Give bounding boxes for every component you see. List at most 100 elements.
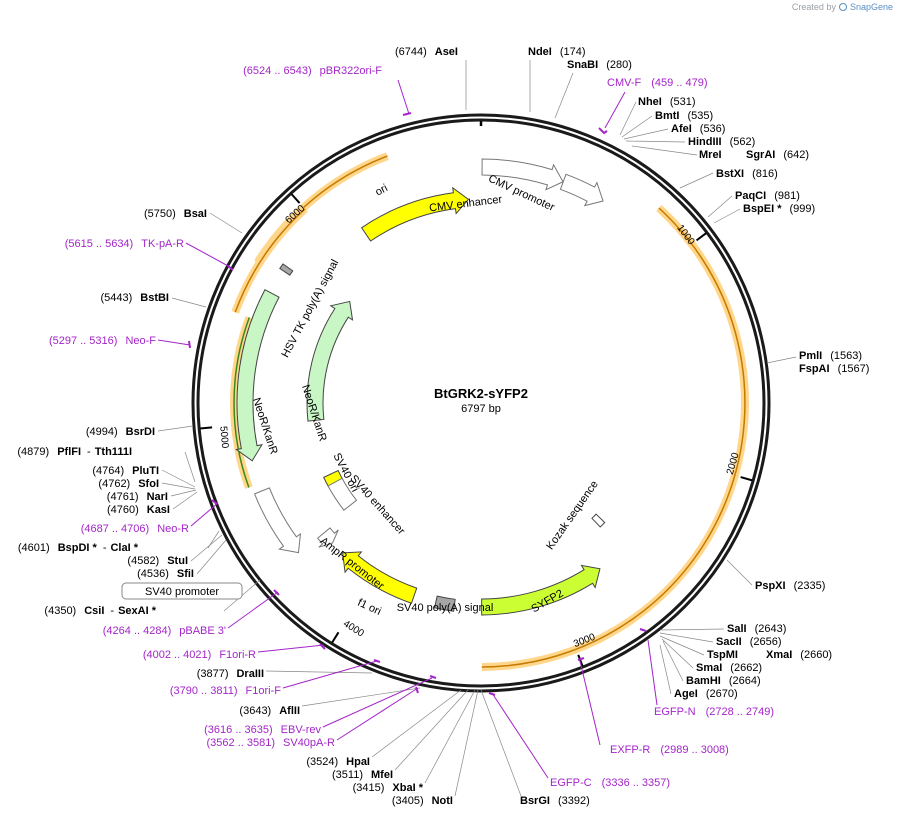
enzyme-name: SgrAI <box>746 149 775 161</box>
enzyme-name: SexAI * <box>118 605 157 617</box>
primer-label: EGFP-N (2728 .. 2749) <box>654 706 774 718</box>
primer-name: pBR322ori-F <box>320 65 383 77</box>
enzyme-position: (2664) <box>729 675 761 687</box>
enzyme-position: (4760) <box>107 504 139 516</box>
enzyme-leader <box>172 491 198 510</box>
primer-leader <box>322 677 433 728</box>
primer-name: F1ori-F <box>246 685 282 697</box>
tick-mark <box>577 654 584 667</box>
tick-label: 5000 <box>217 426 230 450</box>
primer-leader <box>336 687 419 741</box>
enzyme-leader <box>157 425 194 432</box>
primer-leader <box>282 660 378 689</box>
enzyme-site-label: FspAI(1567) <box>799 363 869 375</box>
enzyme-leader <box>454 689 479 797</box>
enzyme-position: (1567) <box>838 363 870 375</box>
primer-range: (6524 .. 6543) <box>243 65 312 77</box>
primer-mark <box>639 628 647 632</box>
enzyme-name: SfiI <box>177 568 194 580</box>
primer-label: (4687 .. 4706)Neo-R <box>81 523 189 535</box>
feature-syfp2 <box>481 564 601 616</box>
enzyme-position: (2643) <box>755 623 787 635</box>
feature-sv40-promoter <box>316 527 339 548</box>
feature-sv40-poly-a-signal <box>433 595 456 612</box>
enzyme-position: (3415) <box>353 782 385 794</box>
enzyme-leader <box>619 101 637 136</box>
sv40-promoter-badge-label: SV40 promoter <box>145 586 219 598</box>
enzyme-leader <box>621 115 653 138</box>
enzyme-position: (642) <box>783 149 809 161</box>
feature-hsv-tk-poly-a-signal <box>279 263 294 276</box>
feature-f1-ori <box>342 551 418 604</box>
enzyme-name: PluTI <box>132 465 159 477</box>
primer-mark <box>488 692 496 696</box>
enzyme-position: (280) <box>606 59 632 71</box>
enzyme-position: (4582) <box>127 555 159 567</box>
enzyme-name: AfeI <box>671 123 692 135</box>
enzyme-position: (3392) <box>558 795 590 807</box>
enzyme-position: (4761) <box>107 491 139 503</box>
created-by-credit: Created by SnapGene <box>792 2 893 12</box>
enzyme-name: AseI <box>435 46 458 58</box>
enzyme-site-label: PspXI(2335) <box>755 580 825 592</box>
enzyme-name: BsrGI <box>520 795 550 807</box>
enzyme-site-label: (4761)NarI <box>107 491 168 503</box>
enzyme-leader <box>190 534 223 562</box>
enzyme-leader <box>170 489 197 497</box>
primer-range: (2728 .. 2749) <box>706 706 775 718</box>
enzyme-site-label: (4760)KasI <box>107 504 170 516</box>
enzyme-leader <box>623 128 669 140</box>
feature-cmv-promoter <box>559 173 604 207</box>
leader-line-layer <box>157 60 797 797</box>
enzyme-leader <box>659 628 725 631</box>
enzyme-name: NdeI <box>528 46 552 58</box>
primer-label: EXFP-R(2989 .. 3008) <box>610 744 729 756</box>
enzyme-position: (2660) <box>800 649 832 661</box>
feature-label: SV40 poly(A) signal <box>397 602 494 614</box>
enzyme-site-label: BsrGI (3392) <box>520 795 590 807</box>
enzyme-leader <box>554 72 574 119</box>
enzyme-position: (531) <box>670 96 696 108</box>
enzyme-name: AgeI <box>674 688 698 700</box>
primer-leader <box>647 639 658 706</box>
enzyme-site-label: (3643)AflII <box>239 705 300 717</box>
orf-line <box>233 317 251 488</box>
enzyme-site-label: (4994)BsrDI <box>86 426 155 438</box>
enzyme-site-label: (3877)DraIII <box>197 668 264 680</box>
enzyme-position: (816) <box>752 168 778 180</box>
primer-label: (3616 .. 3635)EBV-rev <box>204 724 321 736</box>
sv40-promoter-badge <box>121 582 243 600</box>
primer-name: EGFP-N <box>654 706 696 718</box>
enzyme-position: (4879) <box>17 446 49 458</box>
enzyme-name: BamHI <box>686 675 721 687</box>
plasmid-name: BtGRK2-sYFP2 <box>434 386 528 401</box>
enzyme-site-label: (5443)BstBI <box>100 292 169 304</box>
primer-range: (4687 .. 4706) <box>81 523 150 535</box>
primer-mark <box>319 643 326 650</box>
primer-range: (4264 .. 4284) <box>103 625 172 637</box>
primer-mark <box>415 686 419 694</box>
primer-leader <box>604 91 626 129</box>
enzyme-name: TspMI <box>707 649 738 661</box>
enzyme-position: (3877) <box>197 668 229 680</box>
enzyme-leader <box>662 640 684 682</box>
enzyme-name: MreI <box>699 149 722 161</box>
enzyme-site-label: BmtI(535) <box>655 110 713 122</box>
primer-leader <box>397 79 410 115</box>
enzyme-position: (3524) <box>306 756 338 768</box>
primer-mark <box>273 589 280 596</box>
tick-mark <box>740 476 753 482</box>
enzyme-site-label: BstXI(816) <box>716 168 778 180</box>
enzyme-name: XmaI <box>766 649 792 661</box>
enzyme-name: SfoI <box>138 478 159 490</box>
enzyme-leader <box>161 469 196 488</box>
enzyme-leader <box>659 644 672 695</box>
enzyme-position: (5750) <box>144 208 176 220</box>
orf-line <box>234 208 306 313</box>
enzyme-leader <box>480 689 522 797</box>
enzyme-name: PflFI <box>57 446 81 458</box>
primer-label: EGFP-C(3336 .. 3357) <box>550 777 670 789</box>
enzyme-name: NheI <box>638 96 662 108</box>
primer-range: (5297 .. 5316) <box>49 335 118 347</box>
